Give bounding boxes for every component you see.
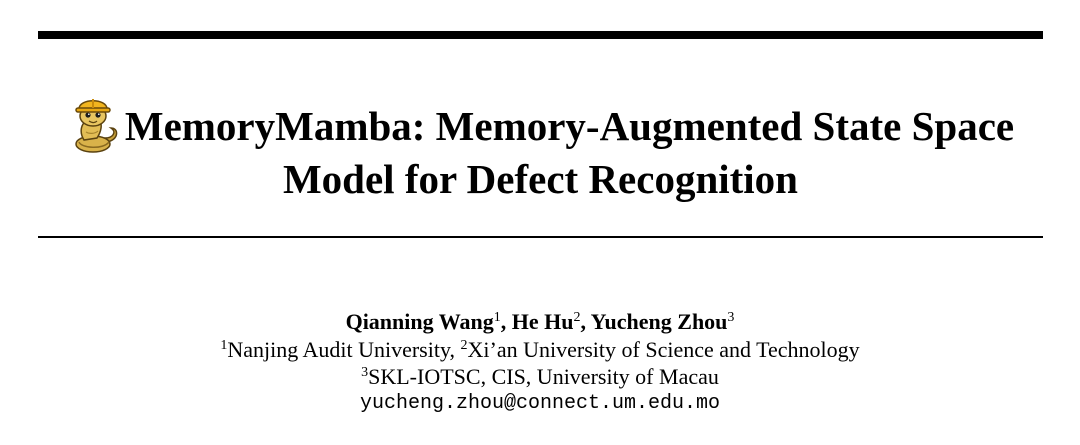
author-separator: , bbox=[500, 309, 512, 334]
author-name: He Hu bbox=[511, 309, 574, 334]
top-rule bbox=[38, 31, 1043, 39]
title-line-2: Model for Defect Recognition bbox=[282, 156, 798, 202]
affiliation-mark: 3 bbox=[727, 310, 735, 325]
author-list: Qianning Wang1, He Hu2, Yucheng Zhou3 bbox=[0, 308, 1080, 336]
author-separator: , bbox=[580, 309, 591, 334]
title-line-1: MemoryMamba: Memory-Augmented State Spac… bbox=[38, 92, 1043, 154]
bottom-rule bbox=[38, 236, 1043, 238]
affiliation-mark: 1 bbox=[493, 310, 501, 325]
affiliation-text: Nanjing Audit University, bbox=[227, 337, 461, 362]
author-name: Yucheng Zhou bbox=[590, 309, 728, 334]
contact-email: yucheng.zhou@connect.um.edu.mo bbox=[359, 392, 721, 415]
affiliation-line-2: 3SKL-IOTSC, CIS, University of Macau bbox=[0, 363, 1080, 390]
title-text-line-1: MemoryMamba: Memory-Augmented State Spac… bbox=[124, 103, 1015, 149]
snake-with-hardhat-icon bbox=[75, 99, 118, 153]
affiliation-mark: 1 bbox=[220, 338, 228, 353]
affiliation-mark: 3 bbox=[361, 365, 369, 380]
affiliation-mark: 2 bbox=[460, 338, 468, 353]
author-block: Qianning Wang1, He Hu2, Yucheng Zhou3 1N… bbox=[0, 308, 1080, 418]
affiliation-text: Xi’an University of Science and Technolo… bbox=[467, 337, 860, 362]
affiliation-line-1: 1Nanjing Audit University, 2Xi’an Univer… bbox=[0, 336, 1080, 363]
affiliation-text: SKL-IOTSC, CIS, University of Macau bbox=[368, 364, 719, 389]
author-name: Qianning Wang bbox=[345, 309, 494, 334]
affiliation-mark: 2 bbox=[573, 310, 581, 325]
paper-title: MemoryMamba: Memory-Augmented State Spac… bbox=[38, 92, 1043, 204]
